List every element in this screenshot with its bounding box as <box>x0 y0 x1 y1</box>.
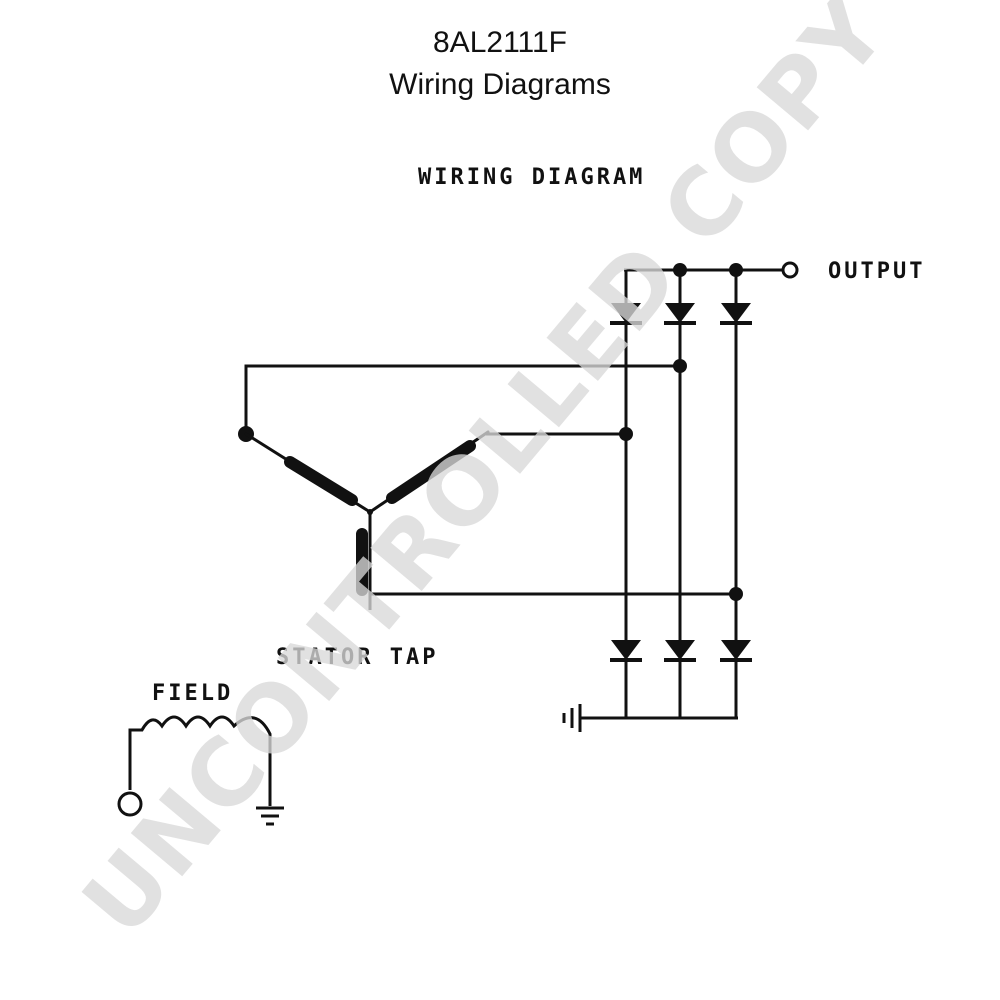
negative-diode-2 <box>662 638 698 662</box>
page-subtitle: Wiring Diagrams <box>389 68 611 101</box>
output-terminal <box>781 261 799 279</box>
positive-diode-3 <box>718 301 754 325</box>
negative-diode-1 <box>608 638 644 662</box>
negative-diode-3 <box>718 638 754 662</box>
diagram-heading: WIRING DIAGRAM <box>418 165 645 190</box>
stator-tap-label: STATOR TAP <box>276 645 438 670</box>
field-label: FIELD <box>152 681 233 706</box>
part-number-title: 8AL2111F <box>433 26 567 59</box>
phase-wires <box>244 364 736 610</box>
ground-symbol <box>562 704 582 732</box>
output-label: OUTPUT <box>828 259 925 284</box>
field-terminal <box>117 791 143 817</box>
field-ground-icon <box>256 806 284 826</box>
uncontrolled-copy-watermark: UNCONTROLLED COPY <box>62 0 908 956</box>
stator-windings <box>244 430 490 596</box>
field-coil <box>128 715 272 806</box>
